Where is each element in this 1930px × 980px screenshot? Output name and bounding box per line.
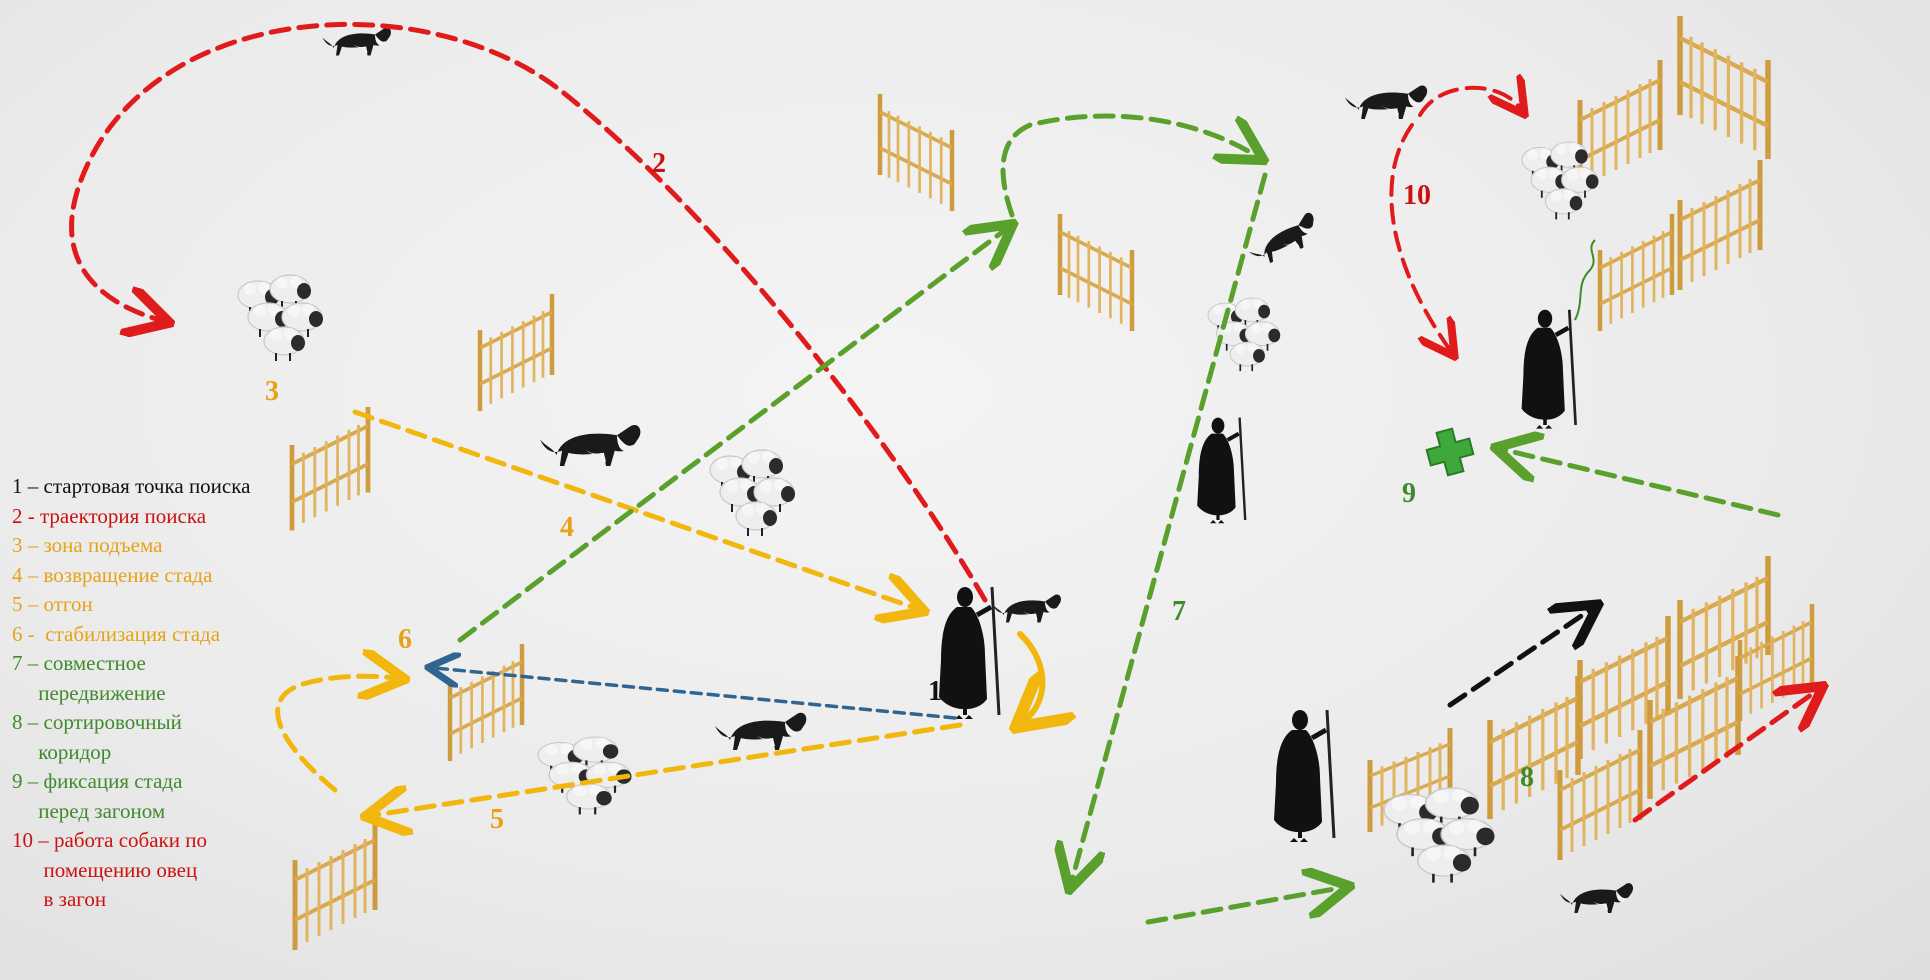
corridor-black-arrow (1450, 610, 1590, 705)
legend-item: помещению овец (12, 856, 342, 886)
leash-line (1575, 240, 1595, 320)
fence-icon (450, 644, 522, 761)
dog-icon (1345, 85, 1427, 119)
dog-work-arrow-down (1391, 125, 1450, 350)
joint-movement-arrow-1 (460, 230, 1005, 640)
sheep-flock-icon (1384, 788, 1495, 883)
shepherd-icon (1274, 710, 1334, 842)
fence-icon (480, 294, 552, 411)
fence-icon (1560, 730, 1640, 860)
legend-item: 1 – стартовая точка поиска (12, 472, 342, 502)
legend-item: перед загоном (12, 797, 342, 827)
label-10: 10 (1403, 180, 1431, 212)
legend-item: 10 – работа собаки по (12, 826, 342, 856)
sheep-flock-icon (1208, 298, 1280, 371)
legend-item: 4 – возвращение стада (12, 561, 342, 591)
label-3: 3 (265, 376, 279, 408)
legend-item: 2 - траектория поиска (12, 502, 342, 532)
fence-icon (1060, 214, 1132, 331)
shepherd-icon (939, 587, 999, 719)
dog-icon (1560, 883, 1633, 913)
shepherd-icon (1197, 418, 1245, 524)
label-8: 8 (1520, 762, 1534, 794)
dog-work-arrow-top (1420, 88, 1520, 115)
fence-icon (1490, 676, 1578, 819)
legend-item: 9 – фиксация стада (12, 767, 342, 797)
fence-icon (1680, 16, 1768, 159)
label-5: 5 (490, 804, 504, 836)
joint-movement-arrow-2 (1003, 116, 1255, 215)
label-1: 1 (928, 676, 942, 708)
fence-icon (1680, 556, 1768, 699)
fixation-arrow (1505, 450, 1778, 515)
cross-marker-icon (1423, 425, 1477, 479)
dog-icon (323, 28, 391, 56)
fence-icon (1580, 616, 1668, 759)
legend: 1 – стартовая точка поиска 2 - траектори… (12, 472, 342, 915)
label-2: 2 (652, 148, 666, 180)
fence-icon (880, 94, 952, 211)
legend-item: 7 – совместное (12, 649, 342, 679)
legend-item: 3 – зона подъема (12, 531, 342, 561)
legend-item: в загон (12, 885, 342, 915)
legend-item: коридор (12, 738, 342, 768)
label-4: 4 (560, 512, 574, 544)
legend-item: 6 - стабилизация стада (12, 620, 342, 650)
label-6: 6 (398, 624, 412, 656)
legend-item: 5 – отгон (12, 590, 342, 620)
drive-away-arrow (375, 725, 960, 815)
fence-icon (1680, 160, 1760, 290)
dog-icon (540, 425, 640, 466)
legend-item: передвижение (12, 679, 342, 709)
sheep-flock-icon (710, 450, 795, 536)
start-curl-arrow (1020, 634, 1042, 720)
legend-item: 8 – сортировочный (12, 708, 342, 738)
sheep-flock-icon (1522, 142, 1599, 219)
label-7: 7 (1172, 596, 1186, 628)
shepherd-icon (1522, 310, 1576, 429)
dog-icon (1245, 211, 1324, 269)
dog-icon (715, 713, 806, 750)
fence-icon (1600, 214, 1672, 331)
sheep-flock-icon (238, 275, 323, 361)
label-9: 9 (1402, 478, 1416, 510)
dog-icon (993, 595, 1061, 623)
joint-movement-arrow-4 (1148, 888, 1340, 922)
